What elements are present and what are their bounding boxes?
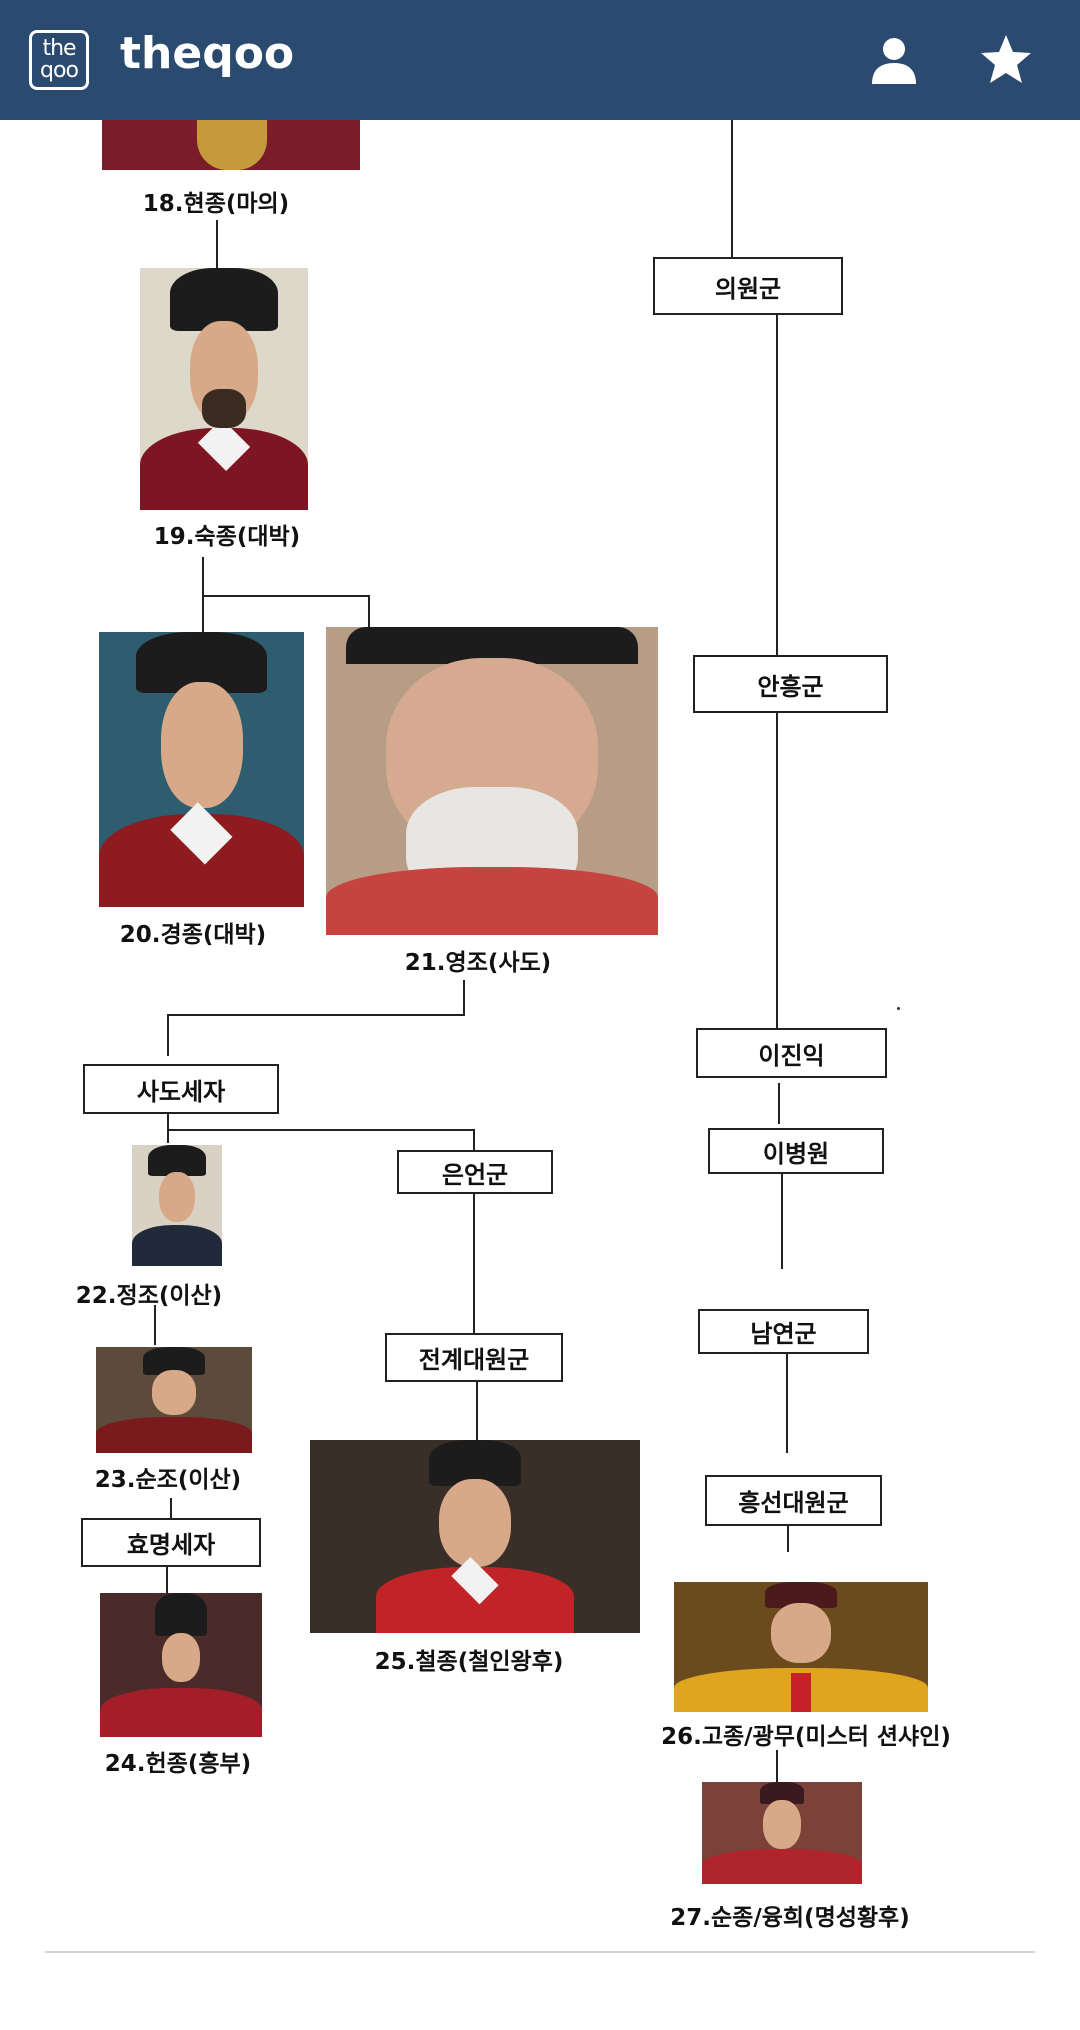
label-27: 27.순종/융희(명성황후) [670,1905,910,1931]
portrait-20 [99,632,304,907]
theqoo-logo[interactable]: the qoo [29,30,89,90]
connector-line [473,1129,475,1161]
label-23: 23.순조(이산) [94,1467,242,1493]
connector-line [473,1194,475,1334]
box-namyeon: 남연군 [698,1309,869,1354]
portrait-22 [132,1145,222,1266]
label-21: 21.영조(사도) [404,950,552,976]
connector-line [166,1567,168,1593]
family-tree-image: 의원군 안흥군 이진익 이병원 남연군 흥선대원군 사도세자 은언군 전계대원군… [0,120,1080,2030]
connector-line [167,1129,475,1131]
connector-line [776,1750,778,1782]
connector-line [781,1173,783,1269]
box-anheung: 안흥군 [693,655,888,713]
content-divider [45,1951,1035,1953]
box-uiwon: 의원군 [653,257,843,315]
connector-line [202,557,204,632]
connector-line [776,713,778,1028]
label-20: 20.경종(대박) [119,922,267,948]
portrait-23 [96,1347,252,1453]
stray-dot [897,1007,900,1010]
portrait-18 [102,120,360,170]
connector-line [776,315,778,655]
star-icon[interactable] [978,32,1034,88]
portrait-24 [100,1593,262,1737]
portrait-21 [326,627,658,935]
portrait-19 [140,268,308,510]
top-navigation-bar: the qoo theqoo [0,0,1080,120]
label-19: 19.숙종(대박) [153,524,301,550]
logo-text-top: the [42,36,76,61]
box-ibyeongwon: 이병원 [708,1128,884,1174]
user-icon[interactable] [866,32,922,88]
portrait-27 [702,1782,862,1884]
label-24: 24.헌종(흥부) [104,1751,252,1777]
connector-line [167,1113,169,1143]
box-euneon: 은언군 [397,1150,553,1194]
connector-line [476,1382,478,1440]
box-heungseon: 흥선대원군 [705,1475,882,1526]
connector-line [154,1305,156,1345]
connector-line [167,1014,169,1056]
box-hyomyeong: 효명세자 [81,1518,261,1567]
connector-line [731,120,733,257]
site-name[interactable]: theqoo [120,28,295,79]
connector-line [202,595,370,597]
box-sado: 사도세자 [83,1064,279,1114]
connector-line [463,980,465,1016]
connector-line [167,1014,465,1016]
portrait-25 [310,1440,640,1633]
connector-line [786,1354,788,1453]
label-26: 26.고종/광무(미스터 션샤인) [661,1724,951,1750]
connector-line [787,1502,789,1552]
connector-line [368,595,370,627]
portrait-26 [674,1582,928,1712]
box-ijinik: 이진익 [696,1028,887,1078]
connector-line [170,1498,172,1518]
box-jeongye: 전계대원군 [385,1333,563,1382]
connector-line [216,220,218,268]
logo-text-bottom: qoo [40,58,79,83]
label-25: 25.철종(철인왕후) [374,1649,564,1675]
label-18: 18.현종(마의) [142,191,290,217]
label-22: 22.정조(이산) [75,1283,223,1309]
connector-line [778,1083,780,1124]
